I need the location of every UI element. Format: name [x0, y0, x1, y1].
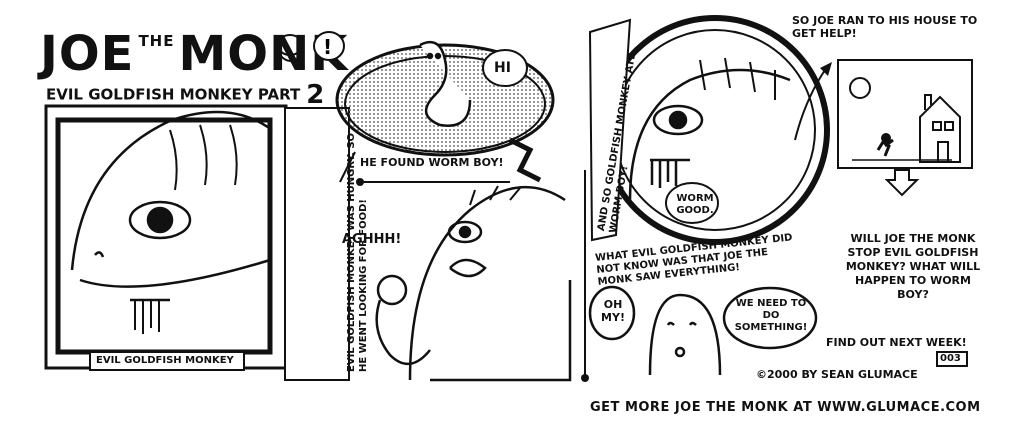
- worm-boy-figure: [419, 40, 472, 127]
- oh-my-speech: OH MY!: [601, 298, 625, 324]
- joe-speech: WE NEED TO DO SOMETHING!: [734, 298, 808, 333]
- panel-4: [837, 59, 973, 367]
- panel-2-caption: HE FOUND WORM BOY!: [360, 156, 504, 169]
- panel-3: [581, 15, 832, 382]
- worm-good-speech: WORM GOOD.: [676, 193, 714, 216]
- part-number: 2: [306, 80, 325, 110]
- panel-4-question: WILL JOE THE MONK STOP EVIL GOLDFISH MON…: [845, 232, 981, 301]
- comic-subtitle: EVIL GOLDFISH MONKEY PART 2: [46, 80, 324, 110]
- worm-speech: HI: [494, 60, 511, 76]
- footer-link-text: GET MORE JOE THE MONK AT WWW.GLUMACE.COM: [590, 400, 981, 415]
- subtitle-text: EVIL GOLDFISH MONKEY PART: [46, 85, 301, 104]
- panel-2: [335, 40, 555, 186]
- panel-4-caption: SO JOE RAN TO HIS HOUSE TO GET HELP!: [792, 14, 978, 40]
- svg-text:!: !: [323, 35, 332, 59]
- exclamation-bubble-icon: !: [313, 31, 345, 61]
- panel-2b: [375, 185, 572, 382]
- goldfish-monkey-figure: [70, 110, 273, 334]
- panel-1-label: EVIL GOLDFISH MONKEY: [96, 355, 234, 366]
- title-joe: JOE: [40, 26, 135, 82]
- panel-1: [44, 104, 288, 371]
- caption-box-1: [284, 107, 350, 381]
- title-the: THE: [138, 32, 175, 50]
- panel-3b: [588, 285, 818, 376]
- scream-text: AGHHH!: [342, 232, 402, 247]
- monk-doodle-icon: [277, 34, 303, 62]
- episode-number: 003: [940, 353, 961, 364]
- find-out-text: FIND OUT NEXT WEEK!: [826, 336, 967, 349]
- copyright-text: ©2000 BY SEAN GLUMACE: [756, 368, 918, 381]
